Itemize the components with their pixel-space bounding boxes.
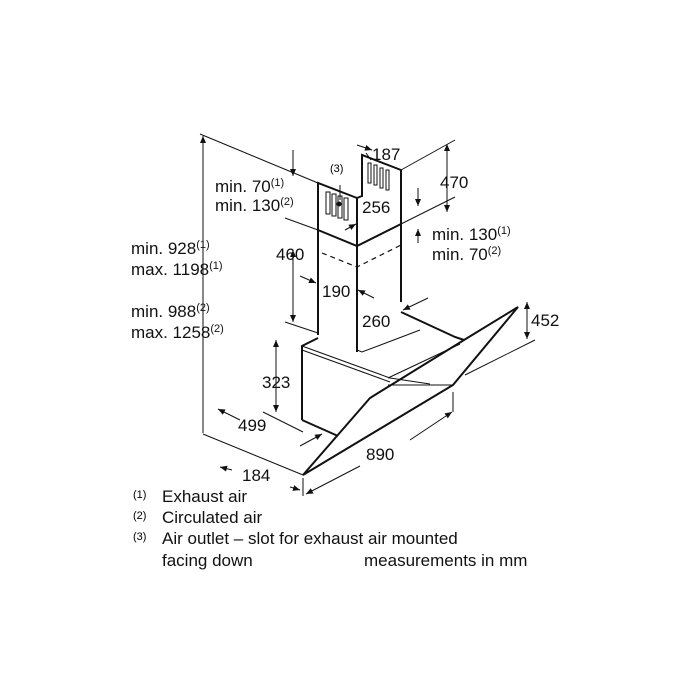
dim-256: 256 <box>362 198 390 217</box>
legend-item: Circulated air <box>162 508 262 527</box>
legend-item: Air outlet – slot for exhaust air mounte… <box>162 529 458 548</box>
dim-890: 890 <box>366 445 394 464</box>
height-exhaust-max: max. 1198(1) <box>131 260 223 279</box>
dim-452: 452 <box>531 311 559 330</box>
dim-499: 499 <box>238 416 266 435</box>
legend-key: (2) <box>133 510 146 522</box>
legend-continuation: facing down <box>162 551 253 570</box>
clearance-top-left-1: min. 70(1) <box>215 177 284 196</box>
clearance-right-1: min. 130(1) <box>432 225 511 244</box>
dim-470: 470 <box>440 173 468 192</box>
dim-184: 184 <box>242 466 270 485</box>
legend-key: (1) <box>133 489 146 501</box>
dimension-lines <box>199 133 536 496</box>
note-3-marker: (3) <box>330 163 343 175</box>
height-exhaust-min: min. 928(1) <box>131 239 210 258</box>
height-circulated-max: max. 1258(2) <box>131 323 224 342</box>
chimney <box>317 153 402 352</box>
legend-item: Exhaust air <box>162 487 247 506</box>
dim-190: 190 <box>322 282 350 301</box>
units-note: measurements in mm <box>364 551 527 570</box>
legend-key: (3) <box>133 531 146 543</box>
dim-260: 260 <box>362 312 390 331</box>
dim-187: 187 <box>372 145 400 164</box>
height-circulated-min: min. 988(2) <box>131 302 210 321</box>
dim-323: 323 <box>262 373 290 392</box>
legend: (1) Exhaust air (2) Circulated air (3) A… <box>133 487 527 570</box>
dim-460: 460 <box>276 245 304 264</box>
clearance-right-2: min. 70(2) <box>432 245 501 264</box>
clearance-top-left-2: min. 130(2) <box>215 196 294 215</box>
hood-canopy <box>301 306 519 476</box>
vent-slot-icon <box>325 162 390 221</box>
